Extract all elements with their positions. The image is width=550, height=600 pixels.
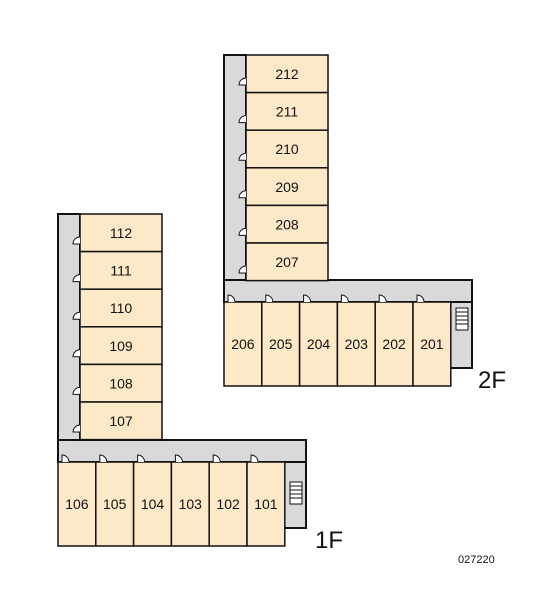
door-icon: [72, 311, 81, 320]
unit-label: 212: [275, 66, 299, 82]
door-icon: [227, 294, 236, 303]
unit-207: 207: [245, 242, 329, 282]
door-icon: [303, 294, 312, 303]
unit-label: 205: [269, 336, 293, 352]
unit-label: 207: [275, 254, 299, 270]
door-icon: [238, 152, 247, 161]
door-icon: [378, 294, 387, 303]
unit-208: 208: [245, 204, 329, 244]
unit-205: 205: [261, 301, 301, 387]
unit-204: 204: [298, 301, 339, 387]
units-1f-horizontal: 106 105 104 103 102 101: [57, 454, 286, 547]
door-icon: [238, 115, 247, 124]
floor-label-2f: 2F: [478, 367, 506, 394]
unit-105: 105: [95, 461, 135, 547]
door-icon: [99, 454, 108, 463]
door-icon: [61, 454, 70, 463]
unit-label: 110: [110, 300, 133, 316]
door-icon: [416, 294, 425, 303]
unit-label: 108: [109, 375, 133, 391]
unit-103: 103: [170, 461, 210, 547]
unit-209: 209: [245, 167, 329, 207]
stairs-icon: [289, 481, 303, 505]
unit-label: 210: [275, 141, 299, 157]
floor-2f: 212 211 210 209 208 207 206 205 204 203 202 201 2F: [223, 54, 506, 394]
unit-201: 201: [412, 301, 452, 387]
unit-label: 102: [216, 496, 240, 512]
door-icon: [238, 190, 247, 199]
unit-label: 106: [65, 496, 89, 512]
unit-107: 107: [79, 401, 163, 441]
unit-label: 105: [103, 496, 127, 512]
floor-label-1f: 1F: [315, 527, 343, 554]
unit-104: 104: [132, 461, 173, 547]
door-icon: [250, 454, 259, 463]
unit-label: 103: [179, 496, 203, 512]
door-icon: [238, 77, 247, 86]
door-icon: [137, 454, 146, 463]
unit-label: 204: [307, 336, 331, 352]
unit-112: 112: [79, 213, 163, 253]
unit-label: 109: [109, 338, 133, 354]
floor-1f: 112 111 110 109 108 107 106 105 104 103 102 101 1F: [57, 213, 343, 554]
unit-label: 211: [276, 104, 299, 120]
plan-code: 027220: [458, 554, 495, 566]
stairs-icon: [455, 307, 469, 331]
door-icon: [72, 274, 81, 283]
door-icon: [72, 349, 81, 358]
unit-108: 108: [79, 363, 163, 403]
door-icon: [72, 386, 81, 395]
door-icon: [72, 424, 81, 433]
unit-label: 201: [420, 336, 444, 352]
unit-102: 102: [208, 461, 248, 547]
unit-101: 101: [246, 461, 286, 547]
door-icon: [340, 294, 349, 303]
unit-106: 106: [57, 461, 97, 547]
corridor-2f-vertical: [223, 54, 247, 303]
units-2f-vertical: 212 211 210 209 208 207: [238, 54, 329, 282]
door-icon: [174, 454, 183, 463]
unit-212: 212: [245, 54, 329, 94]
unit-label: 111: [110, 263, 131, 279]
door-icon: [212, 454, 221, 463]
unit-label: 206: [231, 336, 255, 352]
unit-109: 109: [79, 326, 163, 366]
unit-210: 210: [245, 129, 329, 169]
unit-label: 112: [110, 225, 133, 241]
units-1f-vertical: 112 111 110 109 108 107: [72, 213, 163, 441]
unit-label: 107: [109, 413, 133, 429]
unit-202: 202: [374, 301, 414, 387]
units-2f-horizontal: 206 205 204 203 202 201: [223, 294, 452, 387]
unit-label: 202: [382, 336, 406, 352]
unit-label: 101: [254, 496, 278, 512]
unit-110: 110: [79, 288, 163, 328]
unit-206: 206: [223, 301, 263, 387]
unit-203: 203: [336, 301, 376, 387]
unit-111: 111: [79, 250, 163, 290]
door-icon: [72, 236, 81, 245]
door-icon: [265, 294, 274, 303]
unit-211: 211: [245, 91, 329, 131]
unit-label: 208: [275, 216, 299, 232]
unit-label: 209: [275, 179, 299, 195]
door-icon: [238, 227, 247, 236]
unit-label: 203: [345, 336, 369, 352]
corridor-1f-vertical: [57, 213, 81, 463]
unit-label: 104: [141, 496, 165, 512]
door-icon: [238, 265, 247, 274]
